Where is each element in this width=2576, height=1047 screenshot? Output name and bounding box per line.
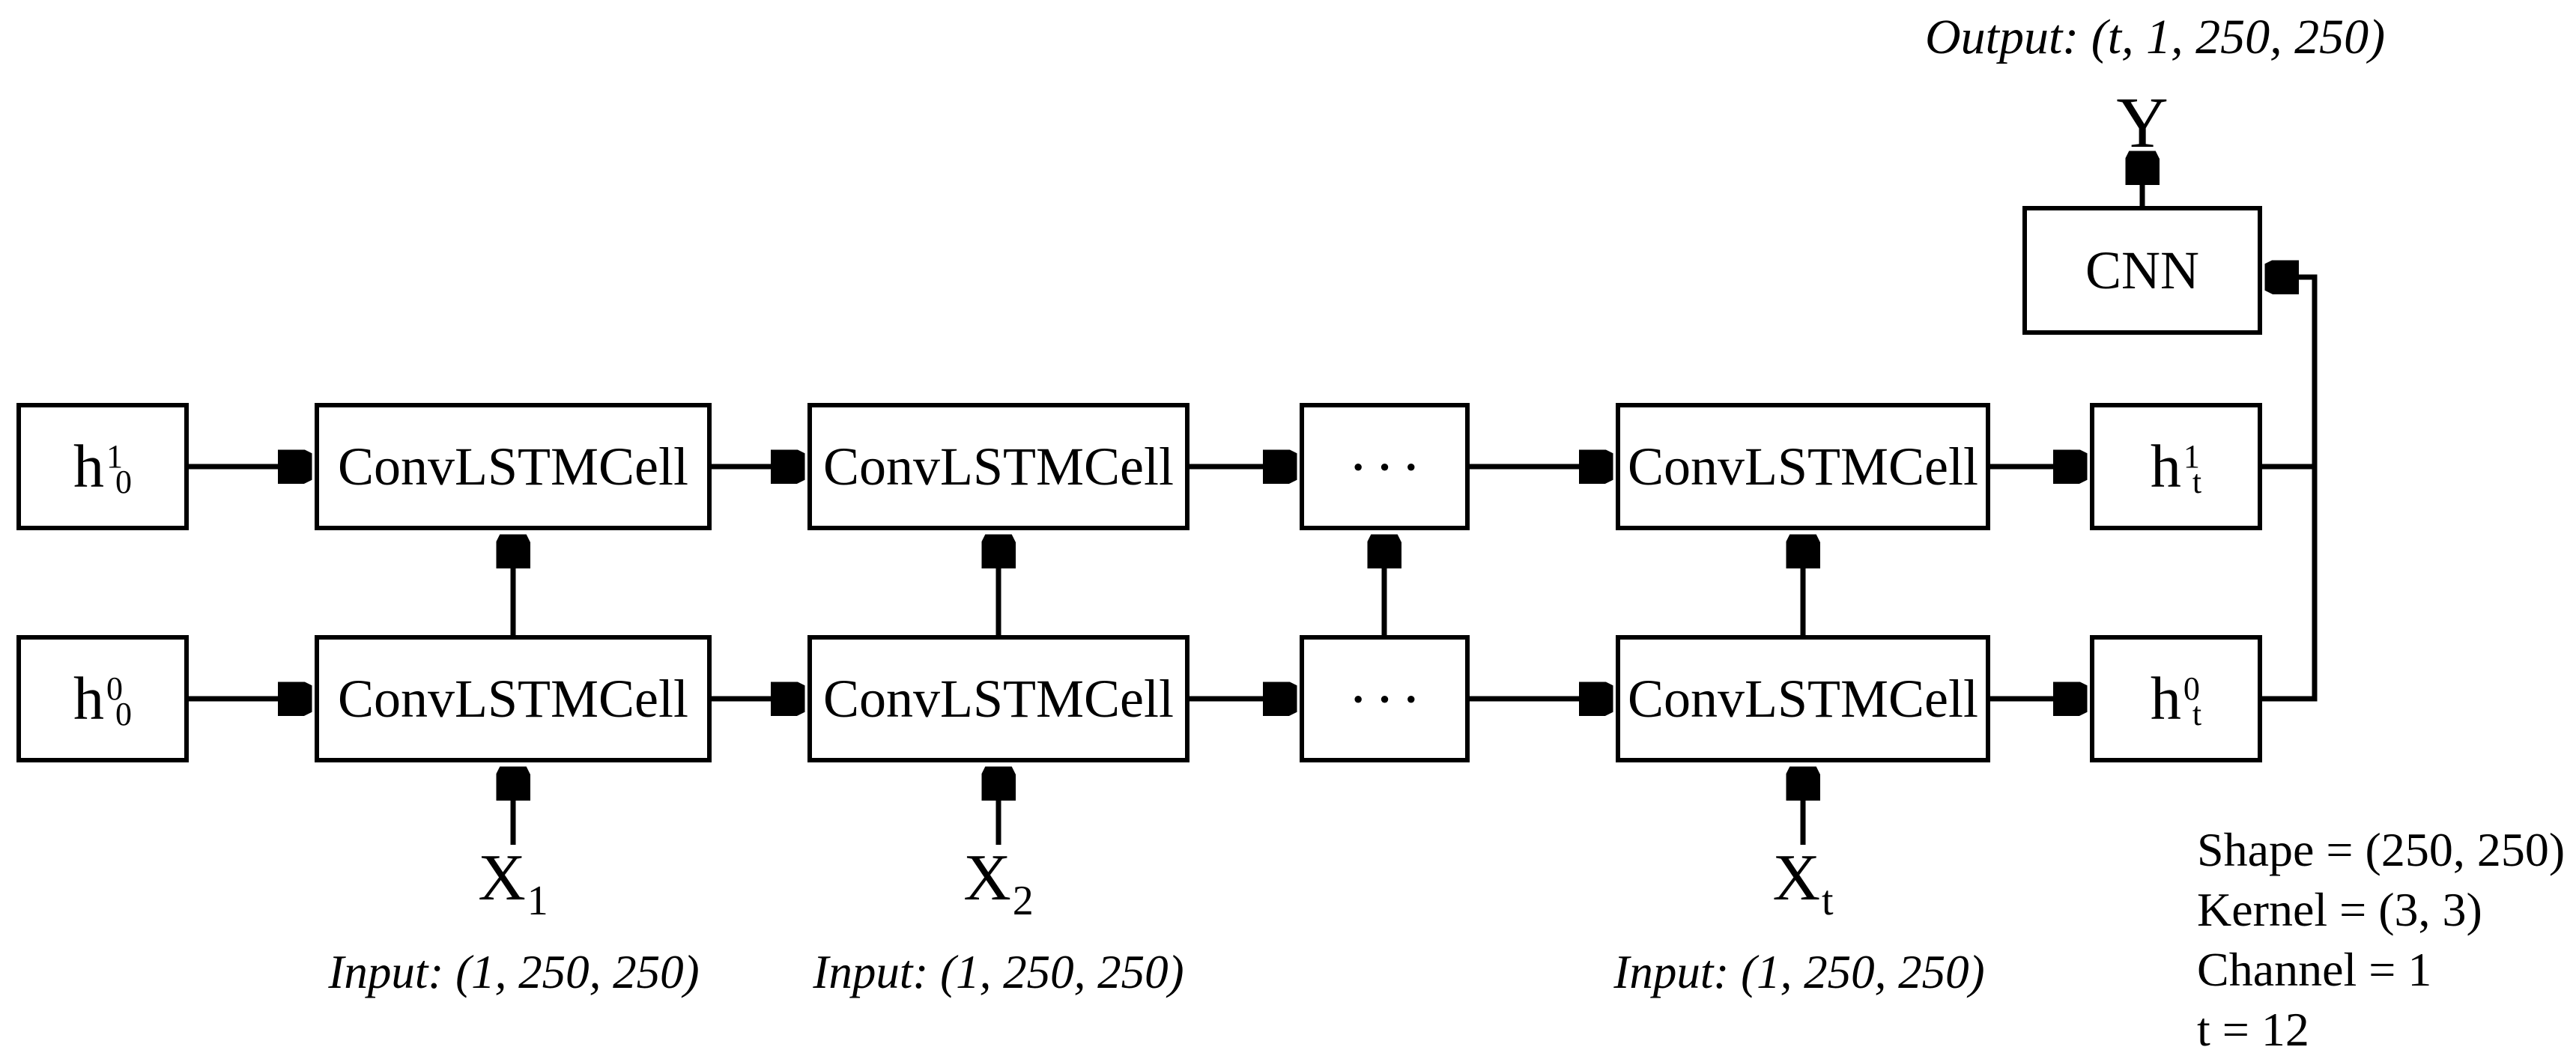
param-kernel: Kernel = (3, 3): [2197, 883, 2482, 936]
state-subscript: 0: [115, 464, 132, 500]
output-shape-label: Output: (t, 1, 250, 250): [1924, 10, 2386, 64]
xt-input-label: Xt: [1772, 840, 1833, 925]
x-subscript: t: [1822, 878, 1834, 924]
x-base: X: [963, 842, 1011, 914]
param-channel: Channel = 1: [2197, 943, 2432, 996]
convlstm-cell-box-row1-t2: ConvLSTMCell: [807, 403, 1189, 530]
input-shape-label-t: Input: (1, 250, 250): [1613, 946, 1985, 998]
state-base: h: [2150, 664, 2181, 732]
convlstm-cell-box-row2-t2: ConvLSTMCell: [807, 635, 1189, 762]
cell-label: ConvLSTMCell: [822, 436, 1175, 497]
x-subscript: 1: [527, 878, 548, 924]
cell-label: ConvLSTMCell: [1627, 668, 1979, 729]
convlstm-cell-box-row2-t1: ConvLSTMCell: [315, 635, 712, 762]
convlstm-cell-box-row1-tt: ConvLSTMCell: [1616, 403, 1990, 530]
cell-label: ConvLSTMCell: [1627, 436, 1979, 497]
state-subscript: t: [2192, 696, 2202, 732]
wire-h0t-trunk-to-cnn: [2262, 277, 2318, 702]
x1-input-label: X1: [478, 840, 548, 925]
hyperparameters-block: Shape = (250, 250) Kernel = (3, 3) Chann…: [2197, 820, 2565, 1047]
ellipsis-box-row2: ···: [1300, 635, 1470, 762]
y-output-label: Y: [2116, 82, 2169, 163]
ellipsis-box-row1: ···: [1300, 403, 1470, 530]
input-shape-label-1: Input: (1, 250, 250): [328, 946, 700, 998]
convlstm-cell-box-row1-t1: ConvLSTMCell: [315, 403, 712, 530]
cell-label: ConvLSTMCell: [337, 436, 689, 497]
x-base: X: [1772, 842, 1820, 914]
state-subscript: 0: [115, 696, 132, 732]
cnn-box: CNN: [2022, 206, 2262, 335]
state-base: h: [2150, 432, 2181, 500]
state-base: h: [73, 432, 104, 500]
ellipsis-label: ···: [1351, 442, 1431, 491]
input-shape-label-2: Input: (1, 250, 250): [813, 946, 1184, 998]
state-subscript: t: [2192, 464, 2202, 500]
param-t: t = 12: [2197, 1003, 2309, 1047]
state-superscript: 1: [106, 438, 123, 475]
state-superscript: 0: [106, 670, 123, 707]
cnn-box-label: CNN: [2085, 240, 2199, 300]
param-shape: Shape = (250, 250): [2197, 823, 2566, 876]
cell-label: ConvLSTMCell: [822, 668, 1175, 729]
ellipsis-label: ···: [1351, 674, 1431, 723]
x2-input-label: X2: [963, 840, 1034, 925]
convlstm-cell-box-row2-tt: ConvLSTMCell: [1616, 635, 1990, 762]
state-superscript: 0: [2183, 670, 2200, 707]
state-base: h: [73, 664, 104, 732]
state-superscript: 1: [2183, 438, 2200, 475]
cell-label: ConvLSTMCell: [337, 668, 689, 729]
x-subscript: 2: [1012, 878, 1034, 924]
x-base: X: [478, 842, 526, 914]
